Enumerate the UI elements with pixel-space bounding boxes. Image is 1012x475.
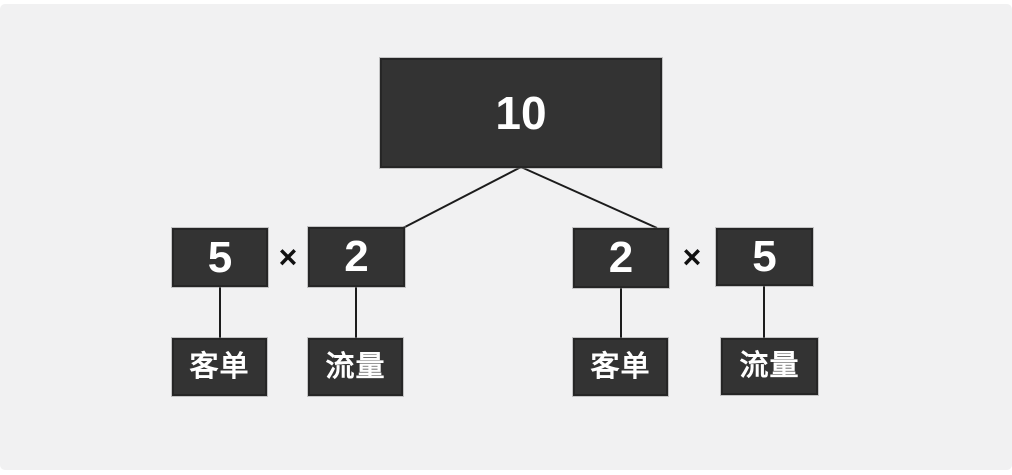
metric-label-node-right-traffic: 流量 xyxy=(721,338,818,395)
multiply-sign-right: × xyxy=(682,239,702,275)
factor-node-right-traffic: 5 xyxy=(716,228,813,286)
metric-label: 客单 xyxy=(189,350,250,383)
metric-label: 流量 xyxy=(325,350,386,383)
factor-value: 5 xyxy=(207,232,233,282)
metric-label-node-left-price: 客单 xyxy=(172,338,267,396)
metric-label-node-left-traffic: 流量 xyxy=(308,338,403,396)
metric-label-node-right-price: 客单 xyxy=(573,338,668,396)
factor-node-left-traffic: 2 xyxy=(308,227,405,287)
factor-value: 5 xyxy=(752,232,777,281)
root-value: 10 xyxy=(495,87,547,139)
multiply-sign-left: × xyxy=(278,239,298,275)
factor-value: 2 xyxy=(608,233,634,282)
factor-value: 2 xyxy=(344,232,369,281)
metric-label: 客单 xyxy=(590,350,651,383)
metric-label: 流量 xyxy=(739,350,800,382)
root-node: 10 xyxy=(380,58,662,168)
factor-node-left-price: 5 xyxy=(172,228,268,287)
factor-node-right-price: 2 xyxy=(573,228,669,288)
